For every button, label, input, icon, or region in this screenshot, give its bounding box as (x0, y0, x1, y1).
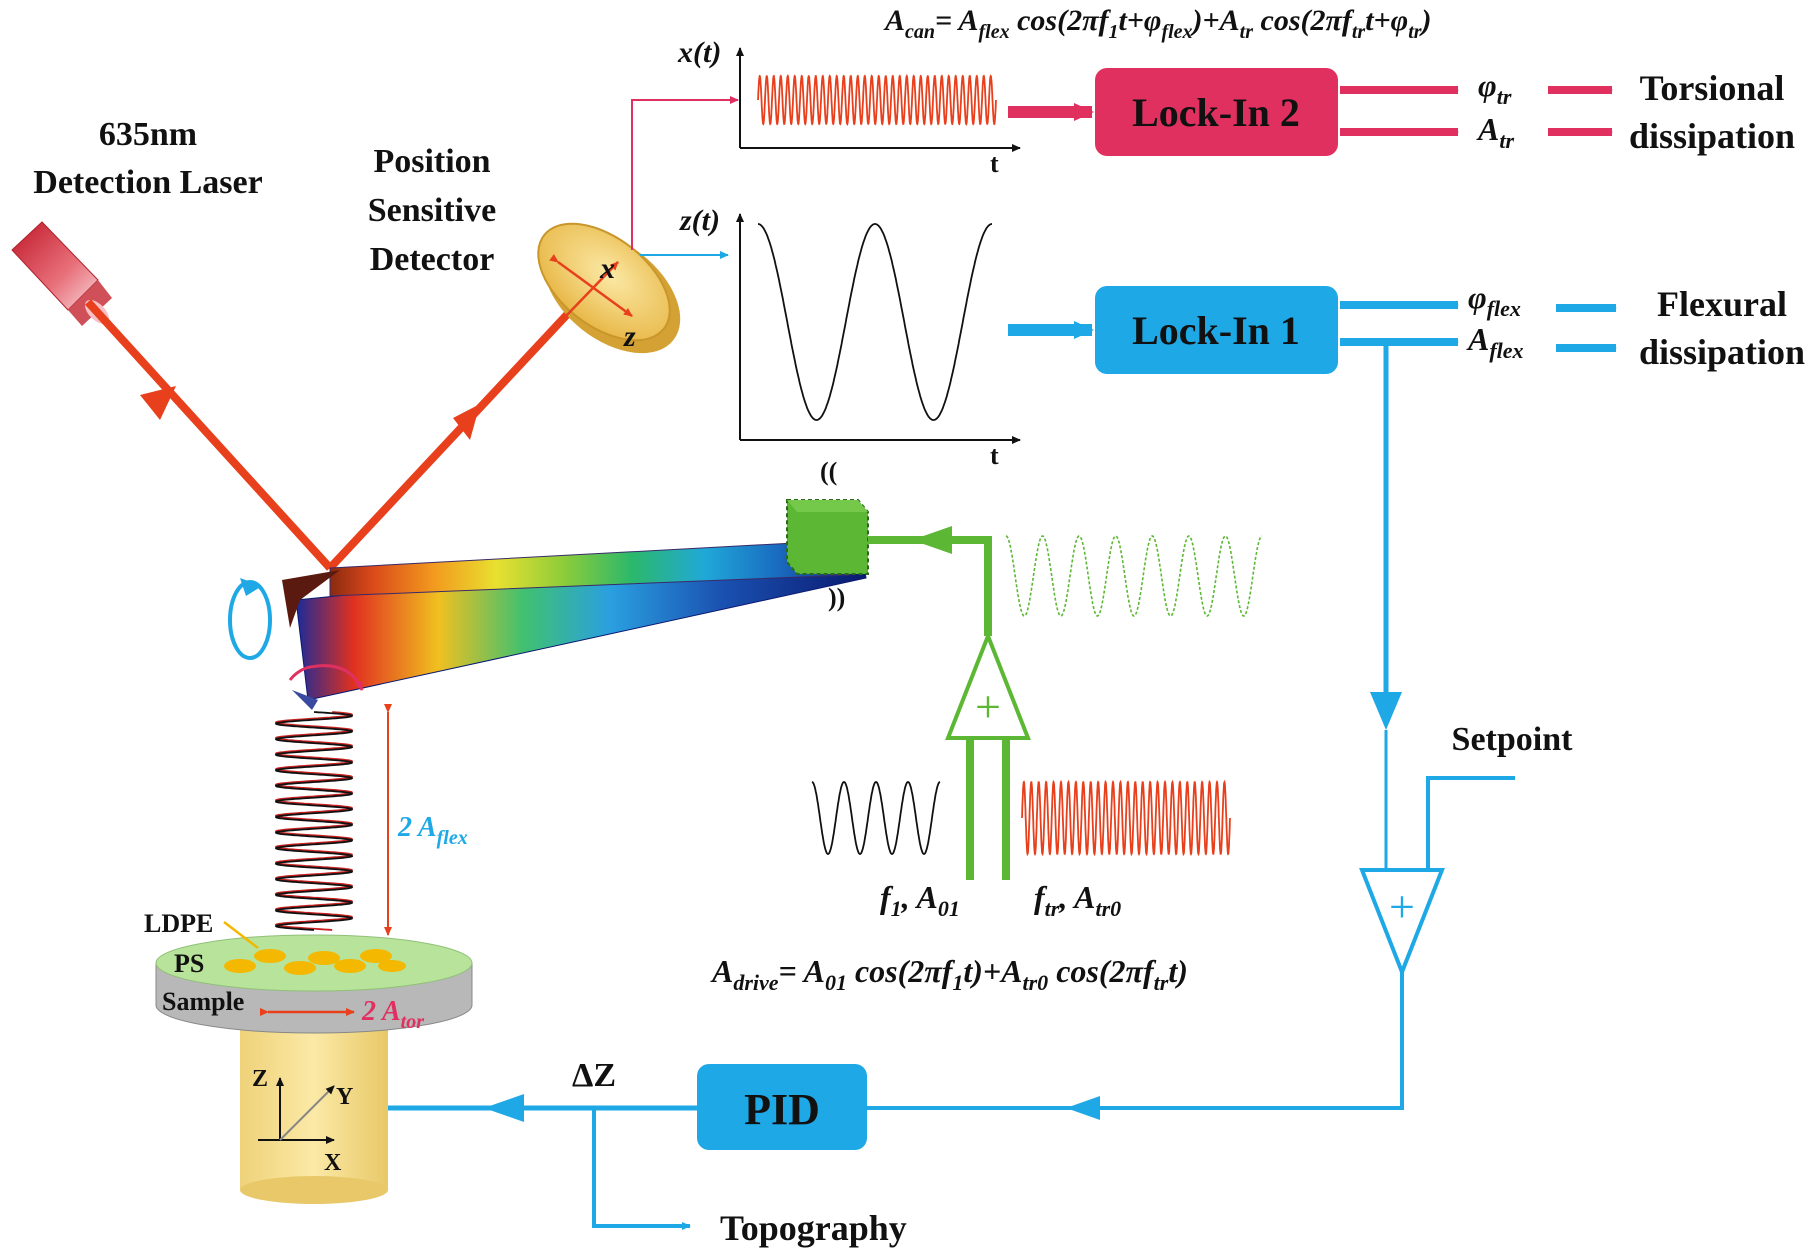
lockin1-label: Lock-In 1 (1132, 308, 1300, 353)
a-tr-label: Atr (1476, 111, 1514, 153)
drive-plus-icon: + (975, 681, 1001, 732)
lockin2-label: Lock-In 2 (1132, 90, 1300, 135)
sample-label: Sample (162, 987, 244, 1016)
zt-waveform (758, 223, 992, 421)
equation-a-can: Acan= Aflex cos(2πf1t+φflex)+Atr cos(2πf… (883, 4, 1432, 43)
pid-in-arrow-icon (1066, 1096, 1100, 1120)
drive-sum-waveform (1005, 535, 1263, 617)
lockin1-box (1095, 286, 1338, 374)
psd-label-3: Detector (370, 241, 495, 278)
psd-x-axis (557, 261, 619, 325)
phi-tr-label: φtr (1478, 67, 1512, 109)
torsion-rotation-tail (288, 666, 307, 681)
flexural-label-1: Flexural (1657, 284, 1787, 324)
psd-x-signal-line (631, 96, 739, 250)
ldpe-pointer (223, 921, 259, 949)
xt-t-label: t (990, 149, 999, 178)
psd-label-1: Position (373, 143, 490, 180)
torsion-rotation-icon (305, 664, 364, 691)
setpoint-line (1426, 776, 1515, 870)
delta-z-label: ΔZ (572, 1057, 616, 1094)
pid-label: PID (744, 1085, 820, 1134)
ftr-atr0-label: ftr, Atr0 (1034, 879, 1121, 921)
summing-amplifier-blue (1359, 868, 1445, 978)
setpoint-label: Setpoint (1452, 721, 1574, 758)
f1-input-waveform (811, 781, 941, 855)
sample-stage (155, 934, 473, 1204)
zt-t-label: t (990, 441, 999, 470)
laser-reflected-beam (327, 287, 593, 571)
scanner-arrow-icon (484, 1094, 524, 1122)
zt-label: z(t) (679, 204, 720, 237)
ldpe-label: LDPE (144, 909, 213, 938)
beam-arrow-icon-2 (453, 404, 480, 440)
topography-label: Topography (720, 1208, 907, 1248)
torsional-label-2: dissipation (1629, 116, 1795, 156)
beam-arrow-icon (140, 386, 176, 420)
ldpe-particles (224, 949, 406, 975)
flexural-rotation-arrowhead (240, 578, 262, 596)
vibration-mark-top: (( (820, 457, 837, 486)
xt-waveform (757, 73, 997, 127)
f1-a01-label: f1, A01 (880, 879, 960, 921)
two-ator-label: 2 Ator (361, 996, 424, 1033)
sum-plus-icon: + (1389, 881, 1415, 932)
piezo-actuator-icon (786, 499, 869, 575)
vibration-mark-bottom: )) (828, 583, 845, 612)
ftr-input-waveform (1021, 779, 1231, 857)
laser-label-2: Detection Laser (33, 164, 262, 201)
psd-x-label: x (599, 252, 615, 285)
drive-signal-line (910, 536, 992, 636)
sum-to-pid-line (864, 972, 1404, 1110)
axis-y-label: Y (336, 1084, 353, 1110)
axis-z-label: Z (252, 1066, 268, 1092)
tip-oscillation-flexural (274, 711, 354, 931)
lockin2-box (1095, 68, 1338, 156)
summing-amplifier-green (945, 630, 1031, 740)
axis-x-label: X (324, 1150, 342, 1176)
drive-arrow-icon (912, 526, 952, 554)
tip-oscillation-torsional (274, 711, 354, 931)
torsional-label-1: Torsional (1640, 68, 1785, 108)
flexural-label-2: dissipation (1639, 332, 1805, 372)
xt-label: x(t) (677, 36, 721, 69)
y-axis-arrow (279, 1085, 335, 1141)
laser-label-1: 635nm (99, 116, 197, 153)
cantilever-rest (282, 539, 851, 628)
equation-a-drive: Adrive= A01 cos(2πf1t)+Atr0 cos(2πftrt) (710, 953, 1188, 995)
topography-line (592, 1108, 691, 1230)
psd-z-label: z (623, 320, 636, 353)
feedback-arrow-icon (1370, 692, 1402, 730)
two-aflex-label: 2 Aflex (397, 812, 468, 849)
laser-incident-beam (85, 299, 333, 571)
psd-disk-icon (537, 222, 681, 354)
psd-label-2: Sensitive (368, 192, 496, 229)
ps-label: PS (174, 949, 204, 978)
a-flex-label: Aflex (1466, 321, 1524, 363)
phi-flex-label: φflex (1468, 279, 1521, 321)
pid-box (697, 1064, 867, 1150)
